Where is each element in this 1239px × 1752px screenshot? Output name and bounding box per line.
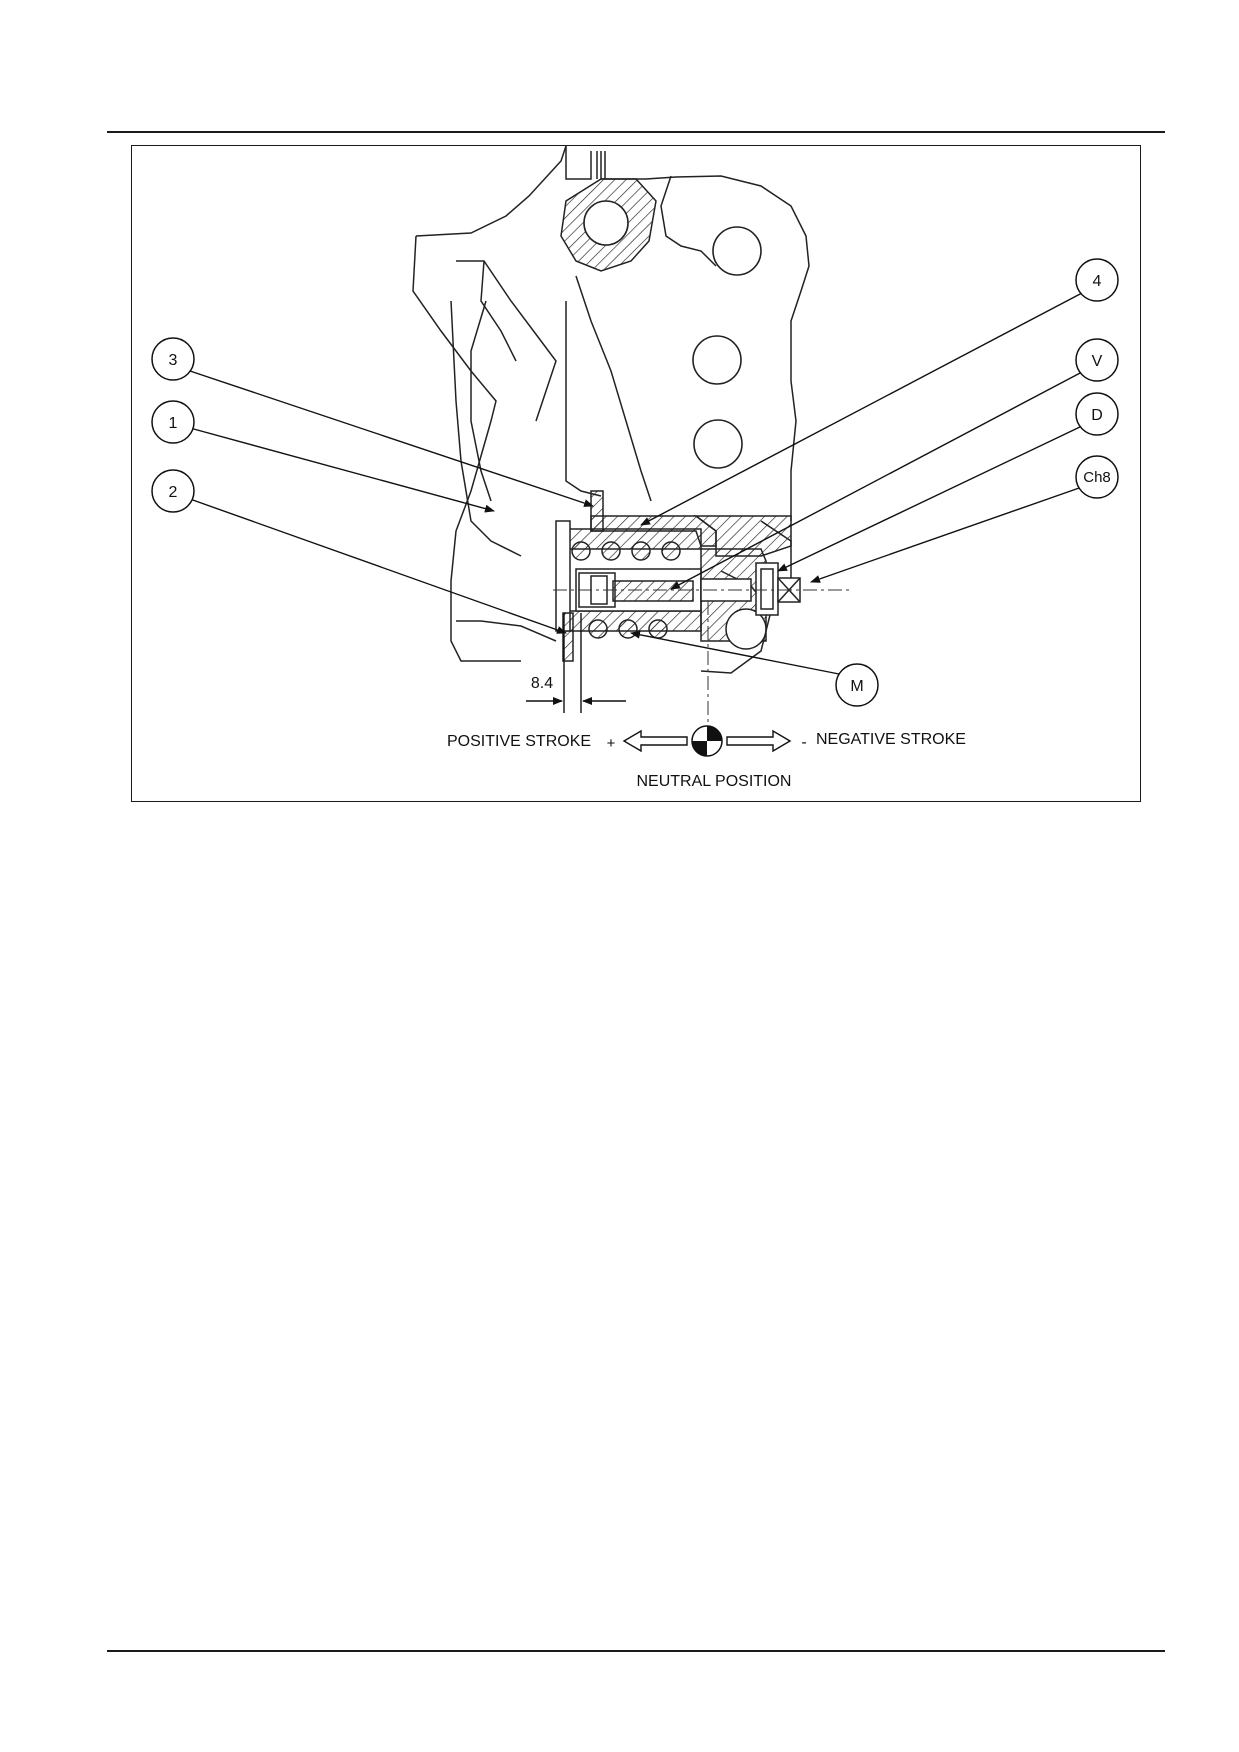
callout-4: 4 (1075, 258, 1119, 302)
leader-Ch8 (810, 486, 1083, 583)
housing-outline (412, 146, 810, 674)
header-rule (107, 131, 1165, 133)
technical-drawing: 3 1 2 4 V D Ch8 M 8.4 POSITIVE STROKE + (151, 146, 1119, 790)
svg-text:4: 4 (1093, 273, 1102, 290)
footer-rule (107, 1650, 1165, 1652)
lever-holes (692, 226, 762, 469)
negative-stroke-label: NEGATIVE STROKE (816, 731, 966, 748)
plus-sign: + (607, 735, 616, 752)
neutral-position-label: NEUTRAL POSITION (637, 773, 792, 790)
svg-text:1: 1 (169, 415, 178, 432)
svg-text:V: V (1092, 353, 1103, 370)
leader-V (670, 371, 1083, 590)
svg-text:3: 3 (169, 352, 178, 369)
centerline (553, 589, 851, 731)
leader-1 (189, 427, 495, 513)
leader-D (777, 425, 1083, 572)
leader-3 (189, 370, 594, 507)
callout-Ch8: Ch8 (1075, 455, 1119, 499)
quartered-circle-icon (691, 725, 723, 757)
dimension-8-4 (526, 613, 626, 713)
dimension-label: 8.4 (531, 675, 553, 692)
hollow-arrow-right-icon (726, 729, 792, 753)
callout-1: 1 (151, 400, 195, 444)
svg-text:Ch8: Ch8 (1083, 469, 1111, 486)
stroke-legend: POSITIVE STROKE + - NEGATIVE STROKE NEUT… (447, 725, 966, 790)
leader-2 (189, 498, 567, 634)
callout-M: M (835, 663, 879, 707)
figure-frame: 3 1 2 4 V D Ch8 M 8.4 POSITIVE STROKE + (131, 145, 1141, 802)
positive-stroke-label: POSITIVE STROKE (447, 733, 591, 750)
svg-text:M: M (850, 678, 863, 695)
svg-text:D: D (1091, 407, 1103, 424)
leader-lines (189, 292, 1083, 675)
callout-3: 3 (151, 337, 195, 381)
svg-text:2: 2 (169, 484, 178, 501)
pivot-hub (560, 178, 657, 272)
minus-sign: - (801, 734, 806, 751)
hollow-arrow-left-icon (622, 729, 688, 753)
spring-assembly (555, 490, 801, 662)
callout-V: V (1075, 338, 1119, 382)
callout-2: 2 (151, 469, 195, 513)
callout-D: D (1075, 392, 1119, 436)
leader-M (630, 630, 840, 675)
leader-4 (640, 292, 1083, 526)
